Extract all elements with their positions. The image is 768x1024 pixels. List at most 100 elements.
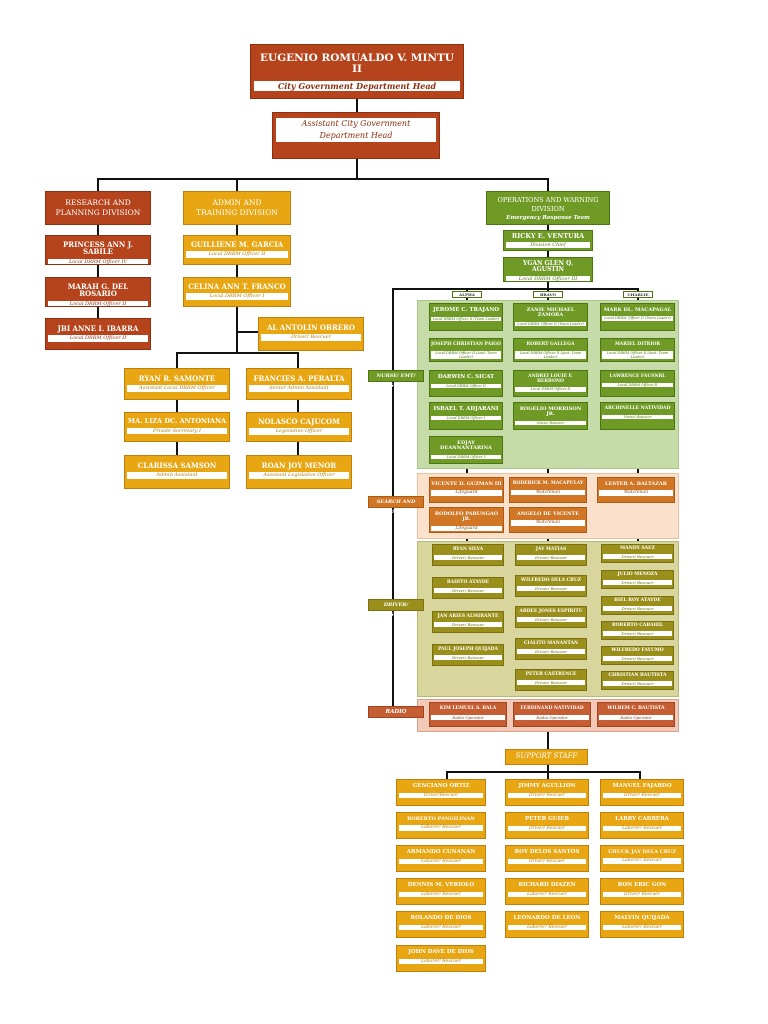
admin-member-card: CELINA ANN T. FRANCO Local DRRM Officer … <box>183 277 291 307</box>
admin-division-header: ADMIN AND TRAINING DIVISION <box>183 191 291 225</box>
nurse-card: ISRAEL T. ADJARANI Local DRRM Officer I <box>429 402 503 430</box>
connector-line <box>639 771 641 779</box>
radio-operator-card: FERDINAND NATIVIDAD Radio Operator <box>513 702 591 727</box>
ops-chief-role: Division Chief <box>506 241 590 249</box>
connector-line <box>547 282 549 289</box>
support-staff-name: JOHN DAVE DE DIOS <box>408 949 474 955</box>
radio-operator-name: KIM LEMUEL S. BALA <box>439 706 497 711</box>
admin-division-title-line1: ADMIN AND <box>212 198 262 207</box>
ops-officer-role: Local DRRM Officer III <box>506 275 590 281</box>
nurse-card: JOSEPH CHRISTIAN PAIGO Local DRRM Office… <box>429 338 503 362</box>
connector-line <box>176 442 178 455</box>
search-rescue-role: Watchman <box>599 490 673 496</box>
search-rescue-name: LESTER A. BALTAZAR <box>605 481 667 487</box>
nurse-role: Local DRRM Officer II (Asst. Team Leader… <box>515 350 586 360</box>
driver-name: CIALITO MANANTAN <box>523 641 579 646</box>
nurse-name: ROBERT GALLEGA <box>526 342 575 347</box>
driver-card: PETER CASTRENCE Driver/ Rescuer <box>515 669 587 691</box>
department-head-box: EUGENIO ROMUALDO V. MINTU II City Govern… <box>250 44 464 99</box>
support-staff-name: ROBERTO PANGILINAN <box>407 816 475 822</box>
support-staff-role: Driver/ Rescuer <box>508 792 586 799</box>
research-division-header: RESEARCH AND PLANNING DIVISION <box>45 191 151 225</box>
support-staff-role: Driver/ Rescuer <box>603 891 681 898</box>
nurse-name: LAWRENCE FAUSNRL <box>609 374 666 379</box>
operations-division-title-line2: DIVISION <box>531 205 565 213</box>
support-staff-role: Laborer/ Rescuer <box>603 858 681 864</box>
admin-staff-name: RYAN R. SAMONTE <box>138 374 216 383</box>
driver-card: ARDEE JONES ESPIRITU Driver/ Rescuer <box>515 606 587 628</box>
connector-line <box>297 400 299 412</box>
radio-operator-role: Radio Operator <box>431 714 505 720</box>
driver-name: MANDY SAEZ <box>620 546 655 551</box>
ops-chief-name: RICKY E. VENTURA <box>511 232 585 240</box>
search-rescue-card: VICENTE D. GUZMAN III Lifeguard <box>429 477 504 503</box>
driver-role: Driver/ Rescuer <box>517 679 585 685</box>
nurse-card: ROGELIO MORRISON JR. Nurse/ Rescuer <box>513 402 588 430</box>
ops-officer-name: YGAN GLEN Q. AGUSTIN <box>522 260 574 274</box>
driver-role: Driver/ Rescuer <box>517 616 585 622</box>
driver-name: JAY MATIAS <box>535 547 567 552</box>
support-staff-role: Driver/ Rescuer <box>603 792 681 799</box>
nurse-role: Local DRRM Officer I <box>431 415 501 421</box>
support-staff-role: Laborer/ Rescuer <box>508 891 586 898</box>
connector-line <box>176 400 178 412</box>
admin-staff-name: CLARISSA SAMSON <box>137 461 217 470</box>
research-member-card: MARAH G. DEL ROSARIO Local DRRM Officer … <box>45 277 151 307</box>
nurse-name: ISRAEL T. ADJARANI <box>433 406 499 412</box>
nurse-name: DARWIN C. SICAT <box>437 374 495 380</box>
support-staff-name: ROLANDO DE DIOS <box>410 915 472 921</box>
admin-staff-name: FRANCIES A. PERALTA <box>253 374 345 383</box>
driver-card: WILFREDO DELA CRUZ Driver/ Rescuer <box>515 575 587 597</box>
support-staff-role: Driver/ Rescuer <box>508 825 586 832</box>
nurse-role: Local DRRM Officer II <box>602 382 673 388</box>
support-staff-name: RON ERIC GON <box>617 882 667 888</box>
research-member-card: PRINCESS ANN J. SABILE Local DRRM Office… <box>45 235 151 265</box>
nurse-card: ZANIE MICHAEL ZAMORA Local DRRM Officer … <box>513 303 588 331</box>
driver-role: Driver/ Rescuer <box>603 605 672 611</box>
connector-line <box>356 159 358 179</box>
nurse-name: JEROME C. TRAJANO <box>432 307 500 313</box>
admin-staff-card: FRANCIES A. PERALTA Senior Admin Assista… <box>246 368 352 400</box>
connector-line <box>356 99 358 112</box>
connector-line <box>176 352 298 354</box>
nurse-card: JEROME C. TRAJANO Local DRRM Officer II … <box>429 303 503 331</box>
driver-card: PAUL JOSEPH QUIJADA Driver/ Rescuer <box>432 644 504 666</box>
team-label-bravo: BRAVO <box>533 291 563 298</box>
nurse-role: Local DRRM Officer II <box>515 387 586 392</box>
connector-line <box>97 178 548 180</box>
support-staff-name: ARMANDO CUNANAN <box>406 849 476 855</box>
connector-line <box>392 288 467 290</box>
connector-line <box>547 771 549 779</box>
nurse-role: Nurse/ Rescuer <box>515 420 586 425</box>
research-member-role: Local DRRM Officer II <box>48 300 148 306</box>
nurse-card: MARIEL DITRIOR Local DRRM Officer II (As… <box>600 338 675 362</box>
support-staff-name: RICHARD DIAZEN <box>518 882 576 888</box>
nurse-name: ANDREI LOUIE F. BERBONO <box>528 374 573 384</box>
admin-staff-name: NOLASCO CAJUCOM <box>258 417 340 426</box>
driver-name: WILFREDO DELA CRUZ <box>520 578 582 583</box>
driver-role: Driver/ Rescuer <box>603 579 672 585</box>
admin-staff-role: Admin Assistant <box>127 472 227 479</box>
connector-line <box>297 352 299 368</box>
admin-member-card: GUILLIENE M. GARCIA Local DRRM Officer I… <box>183 235 291 265</box>
driver-name: PETER CASTRENCE <box>525 672 577 677</box>
driver-role: Driver/ Rescuer <box>517 648 585 654</box>
admin-staff-role: Senior Admin Assistant <box>249 385 349 392</box>
admin-staff-role: Legislative Officer <box>249 428 349 435</box>
search-rescue-role: Lifeguard <box>431 490 502 496</box>
search-rescue-name: RODERICK M. MACAPULAY <box>512 481 584 486</box>
support-staff-name: CHUCK JAY DELA CRUZ <box>608 849 676 855</box>
driver-card: ROBERTO CABAHIL Driver/ Rescuer <box>601 621 674 640</box>
driver-name: RYAN SILVA <box>452 547 484 552</box>
support-staff-card: GENCIANO ORTIZ Driver/Rescuer <box>396 779 486 806</box>
connector-line <box>297 442 299 455</box>
admin-staff-role: Assistant Local DRRM Officer <box>127 385 227 392</box>
radio-operator-name: FERDINAND NATIVIDAD <box>520 706 584 711</box>
driver-card: MANDY SAEZ Driver/ Rescuer <box>601 544 674 563</box>
search-rescue-name: ANGELO DE VICENTE <box>516 511 580 517</box>
assistant-head-box: Assistant City Government Department Hea… <box>272 112 440 159</box>
assistant-head-role-line1: Assistant City Government <box>276 118 436 130</box>
nurse-role: Local DRRM Officer II (Asst. Team Leader… <box>431 350 501 360</box>
nurse-name: ZANIE MICHAEL ZAMORA <box>526 307 575 319</box>
